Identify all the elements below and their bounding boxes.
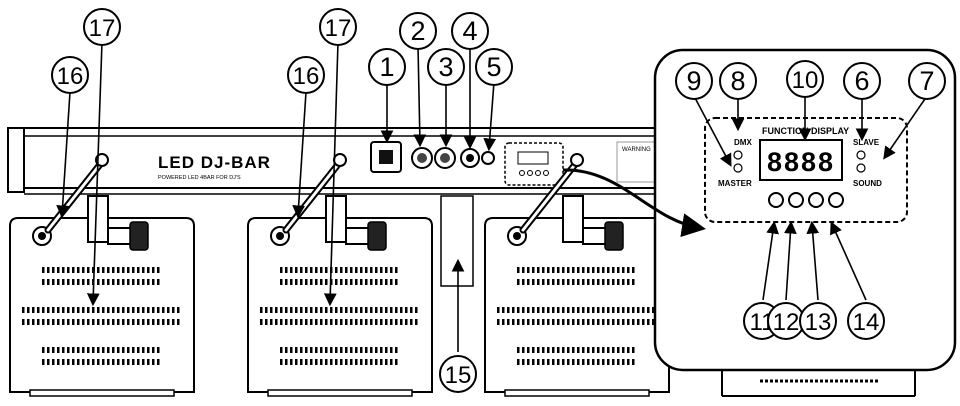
brand-title: LED DJ-BAR xyxy=(158,153,271,172)
master-label: MASTER xyxy=(718,179,752,188)
slave-label: SLAVE xyxy=(853,138,880,147)
leader-lines xyxy=(56,41,928,352)
light-head-4-partial xyxy=(721,370,916,397)
panel-button-4 xyxy=(828,192,844,208)
seven-segment-display xyxy=(759,139,843,181)
callout-number: 15 xyxy=(445,362,472,389)
brand-subtitle: POWERED LED 4BAR FOR DJ'S xyxy=(158,175,241,181)
callout-16: 16 xyxy=(287,56,325,94)
callout-number: 5 xyxy=(486,52,501,82)
panel-button-2 xyxy=(788,192,804,208)
callout-number: 10 xyxy=(792,67,819,94)
callout-number: 9 xyxy=(686,66,701,96)
callout-number: 16 xyxy=(293,63,320,90)
callout-2: 2 xyxy=(399,12,437,50)
light-head-3 xyxy=(484,153,670,397)
callout-5: 5 xyxy=(475,48,513,86)
callout-number: 17 xyxy=(325,15,352,42)
callout-number: 1 xyxy=(379,52,394,82)
warning-label: WARNING xyxy=(622,147,651,153)
callout-number: 16 xyxy=(57,63,84,90)
sound-led xyxy=(856,163,866,173)
callout-number: 2 xyxy=(410,16,425,46)
callout-4: 4 xyxy=(451,12,489,50)
callout-13: 13 xyxy=(799,302,837,340)
dmx-output-connector xyxy=(434,147,456,169)
callout-number: 17 xyxy=(89,15,116,42)
callout-number: 3 xyxy=(438,52,453,82)
display-digits: 8888 xyxy=(767,147,835,177)
led-bar-body xyxy=(7,127,665,195)
control-panel-zoom: FUNCTION DISPLAY 8888 DMX MASTER SLAVE S… xyxy=(653,48,957,372)
callout-1: 1 xyxy=(368,48,406,86)
callout-6: 6 xyxy=(843,62,881,100)
zoom-pointer-arrow xyxy=(562,168,706,237)
panel-button-1 xyxy=(768,192,784,208)
mounting-bracket xyxy=(440,195,474,287)
power-input-connector xyxy=(370,141,402,173)
callout-8: 8 xyxy=(719,62,757,100)
dmx-input-connector xyxy=(411,147,433,169)
callout-7: 7 xyxy=(908,62,946,100)
callout-number: 12 xyxy=(773,309,800,336)
microphone-connector xyxy=(481,151,495,165)
callout-17: 17 xyxy=(83,8,121,46)
callout-number: 6 xyxy=(854,66,869,96)
bar-control-panel-mini xyxy=(504,142,564,186)
dmx-label: DMX xyxy=(734,138,752,147)
callout-number: 7 xyxy=(919,66,934,96)
callout-14: 14 xyxy=(847,302,885,340)
callout-16: 16 xyxy=(51,56,89,94)
master-led xyxy=(733,163,743,173)
callout-number: 13 xyxy=(805,309,832,336)
foot-switch-input-connector xyxy=(460,148,480,168)
callout-15: 15 xyxy=(439,355,477,393)
callout-number: 14 xyxy=(853,309,880,336)
slave-led xyxy=(856,150,866,160)
callout-3: 3 xyxy=(427,48,465,86)
callout-9: 9 xyxy=(675,62,713,100)
callout-17: 17 xyxy=(319,8,357,46)
callout-number: 8 xyxy=(730,66,745,96)
dmx-led xyxy=(733,150,743,160)
callout-12: 12 xyxy=(767,302,805,340)
light-head-2 xyxy=(247,153,433,397)
panel-button-3 xyxy=(808,192,824,208)
callout-10: 10 xyxy=(786,60,824,98)
sound-label: SOUND xyxy=(853,179,882,188)
callout-number: 4 xyxy=(462,16,477,46)
light-head-1 xyxy=(9,153,195,397)
